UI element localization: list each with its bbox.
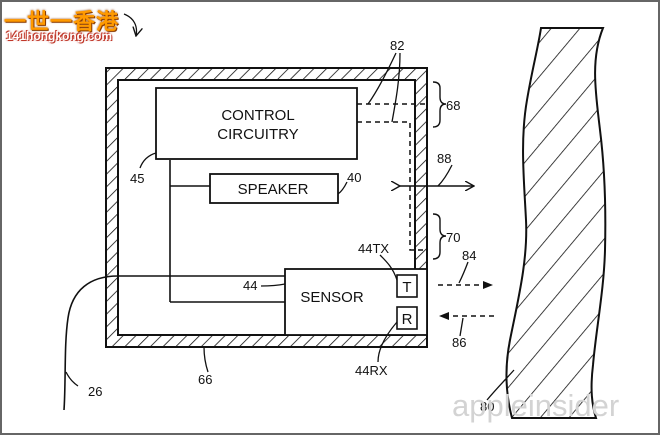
logo-arrow-icon	[123, 13, 137, 36]
transmitter-label: T	[402, 279, 411, 296]
sensor-label: SENSOR	[300, 289, 364, 306]
ref-26: 26	[88, 384, 102, 399]
ref-45: 45	[130, 171, 144, 186]
reference-numerals: 82 68 88 70 45 40 44TX 44 84 86 44RX 66 …	[88, 38, 494, 414]
ref-44rx: 44RX	[355, 363, 388, 378]
site-logo: 一世一香港 141hongkong.com	[4, 4, 136, 46]
ref-88: 88	[437, 151, 451, 166]
ref-44tx: 44TX	[358, 241, 389, 256]
logo-sub-text: 141hongkong.com	[6, 29, 113, 43]
brace-70	[432, 213, 447, 260]
ref-84: 84	[462, 248, 476, 263]
receiver-label: R	[402, 311, 413, 328]
ref-70: 70	[446, 230, 460, 245]
arrow-88	[400, 164, 474, 186]
ref-86: 86	[452, 335, 466, 350]
speaker-box: SPEAKER	[209, 173, 339, 204]
logo-main-text: 一世一香港	[4, 10, 120, 35]
control-circuitry-box: CONTROL CIRCUITRY	[155, 87, 358, 160]
ref-40: 40	[347, 170, 361, 185]
brace-68	[432, 81, 447, 128]
ref-44: 44	[243, 278, 257, 293]
ref-68: 68	[446, 98, 460, 113]
reference-leaders	[65, 152, 515, 401]
control-circuitry-label-line2: CIRCUITRY	[217, 126, 298, 143]
transmitter-box	[396, 274, 418, 298]
internal-wiring	[118, 160, 285, 303]
device-housing	[105, 67, 428, 348]
arrow-84	[438, 261, 493, 289]
leader-82	[367, 52, 401, 123]
speaker-label: SPEAKER	[238, 181, 309, 198]
ref-80: 80	[480, 399, 494, 414]
cable-26	[63, 275, 119, 411]
arrow-86	[439, 312, 494, 337]
watermark: appleinsider	[452, 388, 620, 423]
ref-82: 82	[390, 38, 404, 53]
receiver-box	[396, 306, 418, 330]
control-circuitry-label-line1: CONTROL	[221, 107, 294, 124]
external-object	[505, 27, 607, 419]
ref-66: 66	[198, 372, 212, 387]
sensor-box: SENSOR T R	[284, 268, 428, 336]
